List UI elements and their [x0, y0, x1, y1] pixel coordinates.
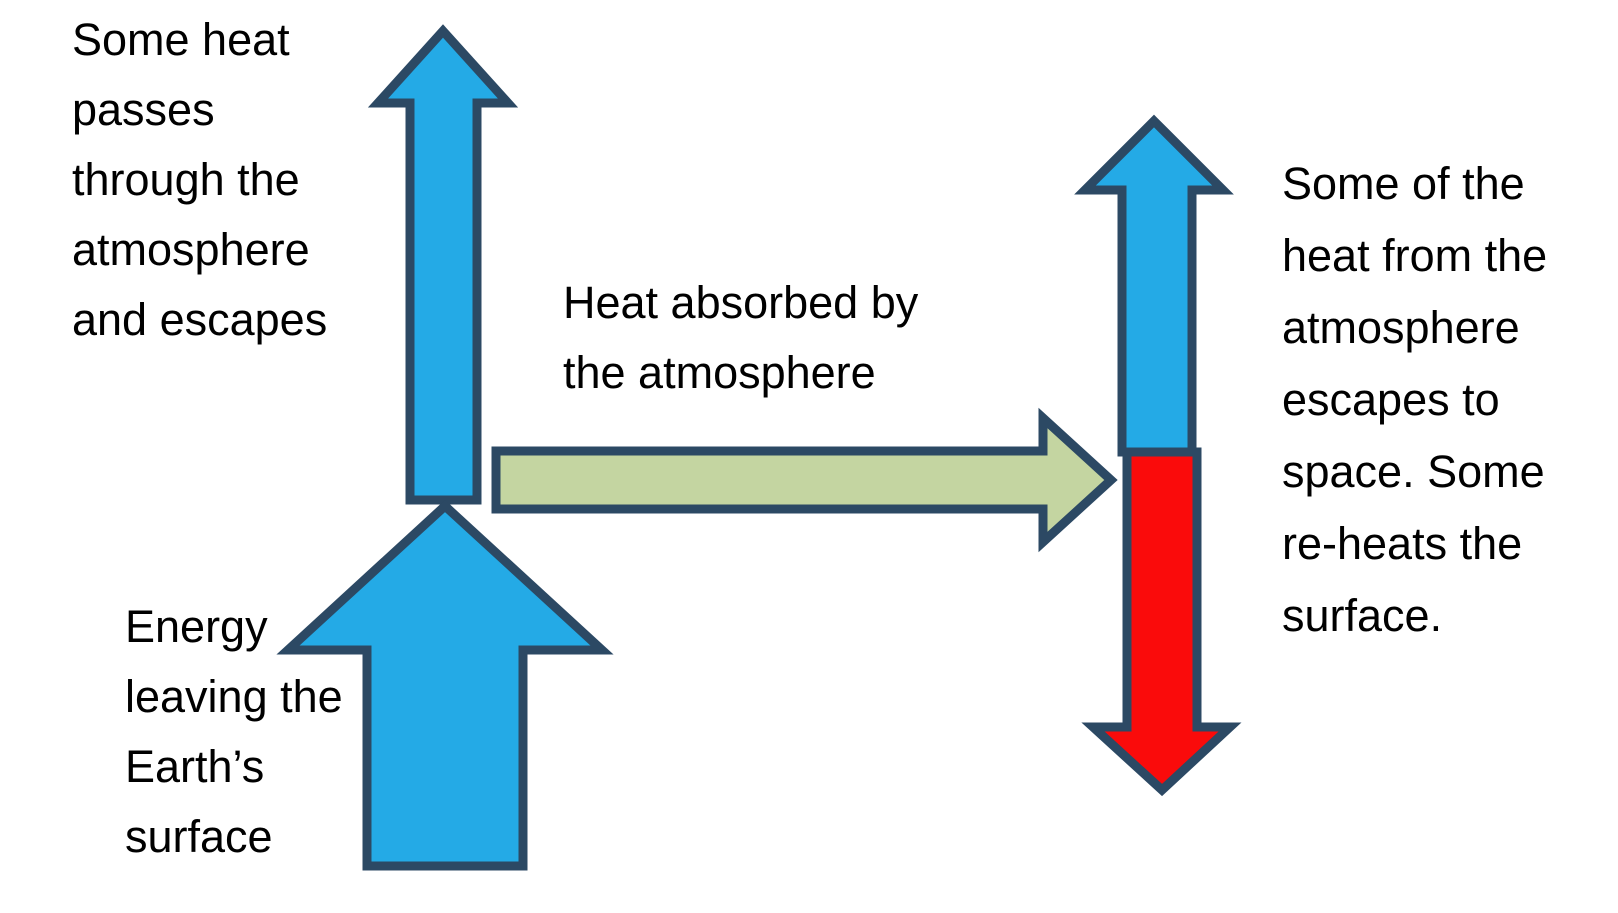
label-heat-absorbed: Heat absorbed by the atmosphere	[563, 268, 918, 408]
label-line: Some heat	[72, 14, 290, 65]
label-line: atmosphere	[72, 224, 310, 275]
escape-up-arrow	[367, 24, 519, 505]
atmosphere-escape-up-arrow	[1074, 114, 1234, 457]
label-line: through the	[72, 154, 300, 205]
label-heat-escapes-reheats: Some of the heat from the atmosphere esc…	[1282, 148, 1547, 652]
energy-up-arrow	[276, 499, 614, 871]
label-line: Energy	[125, 601, 268, 652]
label-line: leaving the	[125, 671, 343, 722]
label-line: escapes to	[1282, 374, 1500, 425]
label-line: surface	[125, 811, 273, 862]
label-line: Some of the	[1282, 158, 1525, 209]
label-line: space. Some	[1282, 446, 1545, 497]
label-line: surface.	[1282, 590, 1443, 641]
label-line: heat from the	[1282, 230, 1548, 281]
label-line: the atmosphere	[563, 347, 876, 398]
label-energy-leaving-surface: Energy leaving the Earth’s surface	[125, 592, 343, 872]
absorbed-right-arrow	[491, 407, 1118, 553]
label-line: re-heats the	[1282, 518, 1523, 569]
label-line: Heat absorbed by	[563, 277, 919, 328]
label-some-heat-escapes: Some heat passes through the atmosphere …	[72, 5, 327, 355]
label-line: atmosphere	[1282, 302, 1520, 353]
label-line: Earth’s	[125, 741, 265, 792]
label-line: and escapes	[72, 294, 328, 345]
reheat-down-arrow	[1081, 447, 1242, 797]
label-line: passes	[72, 84, 215, 135]
